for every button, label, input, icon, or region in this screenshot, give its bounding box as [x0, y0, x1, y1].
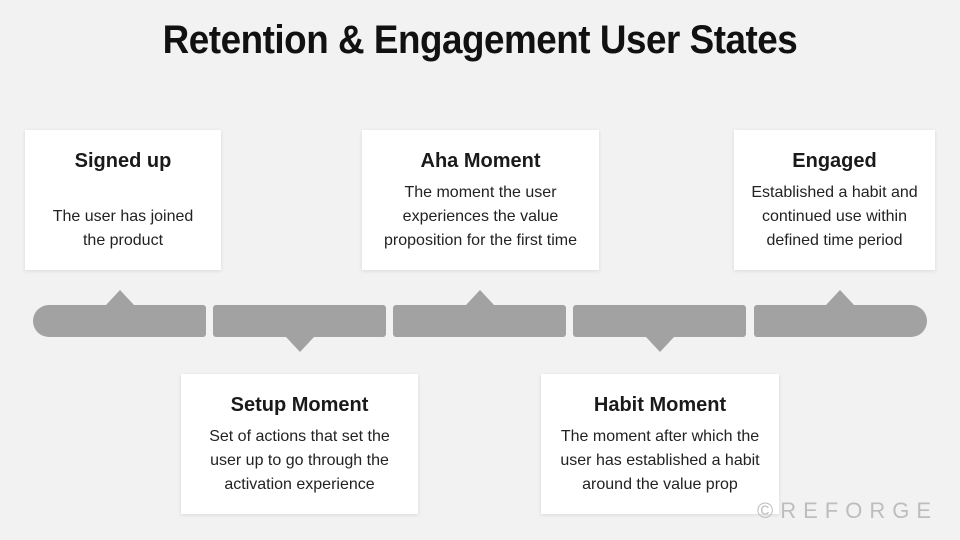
timeline-pointer-up	[826, 290, 854, 305]
state-description: Established a habit and continued use wi…	[751, 184, 918, 249]
timeline-segment	[33, 305, 206, 337]
timeline-pointer-down	[646, 337, 674, 352]
state-card-setup-moment: Setup Moment Set of actions that set the…	[181, 374, 418, 514]
timeline-segment	[393, 305, 566, 337]
state-title: Habit Moment	[593, 394, 727, 416]
state-description: The moment the user experiences the valu…	[384, 184, 577, 249]
state-title: Engaged	[792, 150, 877, 172]
timeline-pointer-up	[466, 290, 494, 305]
state-description: Set of actions that set the user up to g…	[209, 428, 390, 493]
state-card-aha-moment: Aha Moment The moment the user experienc…	[362, 130, 599, 270]
state-description: The user has joined the product	[52, 208, 194, 249]
timeline-pointer-down	[286, 337, 314, 352]
timeline-segment	[213, 305, 386, 337]
timeline-segment	[573, 305, 746, 337]
state-card-engaged: Engaged Established a habit and continue…	[734, 130, 935, 270]
state-title: Signed up	[74, 150, 172, 172]
state-title: Aha Moment	[420, 150, 541, 172]
timeline-pointer-up	[106, 290, 134, 305]
state-title: Setup Moment	[230, 394, 369, 416]
state-card-habit-moment: Habit Moment The moment after which the …	[541, 374, 779, 514]
state-card-signed-up: Signed up The user has joined the produc…	[25, 130, 221, 270]
page-title: Retention & Engagement User States	[162, 18, 798, 62]
state-description: The moment after which the user has esta…	[560, 428, 760, 493]
timeline-segment	[754, 305, 927, 337]
reforge-watermark: ©REFORGE	[757, 498, 938, 523]
